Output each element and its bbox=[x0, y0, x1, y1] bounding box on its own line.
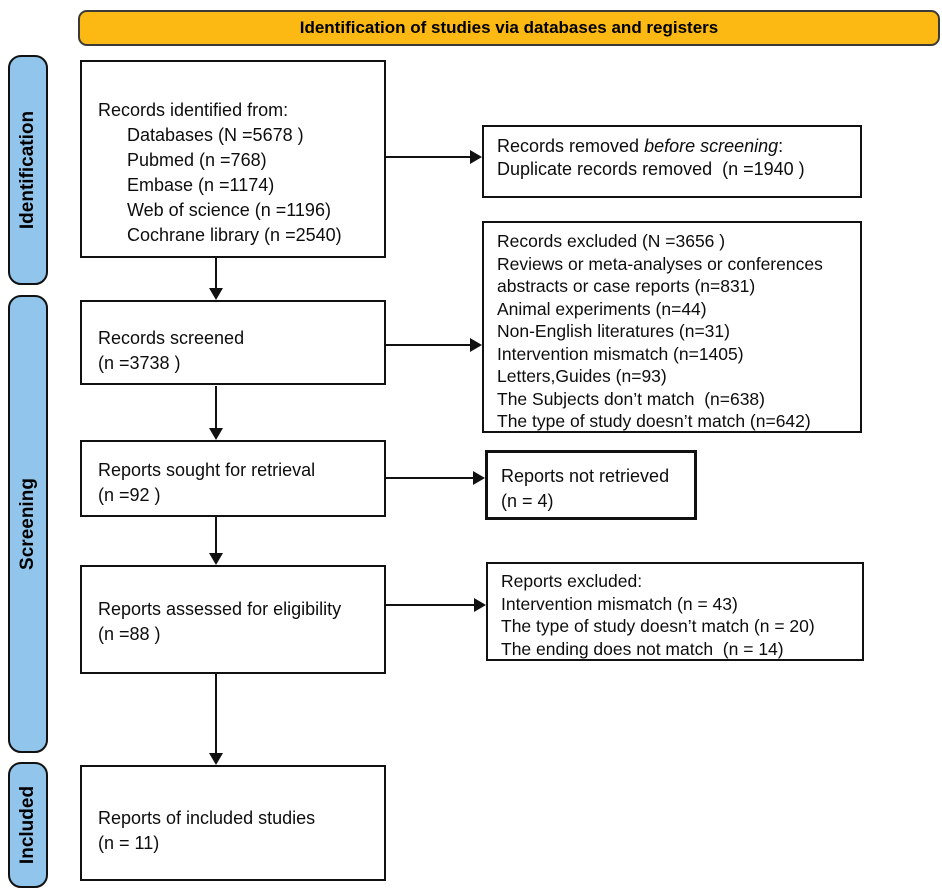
records-identified-title: Records identified from: bbox=[98, 100, 289, 120]
box-reports-not-retrieved: Reports not retrieved (n = 4) bbox=[485, 450, 697, 520]
records-removed-title-italic: before screening bbox=[644, 136, 779, 156]
records-identified-item-pubmed: Pubmed (n =768) bbox=[127, 150, 267, 170]
arrow-identified-to-screened bbox=[209, 258, 223, 300]
reports-not-retrieved-count: (n = 4) bbox=[501, 491, 554, 511]
reports-assessed-count: (n =88 ) bbox=[98, 624, 161, 644]
stage-label-identification: Identification bbox=[17, 110, 39, 230]
arrowhead-down-icon bbox=[209, 288, 223, 300]
box-reports-included: Reports of included studies (n = 11) bbox=[80, 765, 386, 881]
arrow-sought-to-not-retrieved bbox=[386, 471, 485, 485]
reports-sought-line1: Reports sought for retrieval bbox=[98, 460, 316, 480]
arrowhead-down-icon bbox=[209, 753, 223, 765]
arrowhead-right-icon bbox=[470, 150, 482, 164]
reports-excluded-line: The ending does not match (n = 14) bbox=[501, 638, 784, 659]
reports-sought-count: (n =92 ) bbox=[98, 485, 161, 505]
records-excluded-line: Non-English literatures (n=31) bbox=[497, 321, 730, 341]
box-reports-sought: Reports sought for retrieval (n =92 ) bbox=[80, 440, 386, 517]
stage-pill-identification: Identification bbox=[8, 55, 48, 285]
banner-title: Identification of studies via databases … bbox=[78, 10, 940, 46]
arrow-screened-to-excluded bbox=[386, 338, 482, 352]
arrow-assessed-to-reports-excluded bbox=[386, 598, 486, 612]
arrowhead-right-icon bbox=[473, 471, 485, 485]
box-reports-assessed: Reports assessed for eligibility (n =88 … bbox=[80, 565, 386, 674]
arrowhead-down-icon bbox=[209, 428, 223, 440]
records-excluded-line: Letters,Guides (n=93) bbox=[497, 366, 667, 386]
records-identified-item-cochrane: Cochrane library (n =2540) bbox=[127, 225, 342, 245]
records-excluded-line: The type of study doesn’t match (n=642) bbox=[497, 411, 811, 431]
arrowhead-right-icon bbox=[474, 598, 486, 612]
box-reports-excluded: Reports excluded: Intervention mismatch … bbox=[486, 562, 864, 661]
arrow-sought-to-assessed bbox=[209, 517, 223, 565]
records-removed-title-suffix: : bbox=[778, 136, 784, 156]
reports-included-count: (n = 11) bbox=[98, 833, 160, 853]
reports-included-line1: Reports of included studies bbox=[98, 808, 316, 828]
records-screened-count: (n =3738 ) bbox=[98, 353, 181, 373]
records-removed-title-prefix: Records removed bbox=[497, 136, 645, 156]
stage-label-included: Included bbox=[17, 785, 38, 865]
reports-excluded-line: Reports excluded: bbox=[501, 571, 643, 591]
records-excluded-line: The Subjects don’t match (n=638) bbox=[497, 388, 765, 409]
reports-excluded-line: Intervention mismatch (n = 43) bbox=[501, 593, 738, 614]
box-records-identified: Records identified from: Databases (N =5… bbox=[80, 60, 386, 258]
records-identified-item-webofscience: Web of science (n =1196) bbox=[127, 200, 331, 220]
arrow-screened-to-sought bbox=[209, 386, 223, 440]
stage-pill-screening: Screening bbox=[8, 295, 48, 753]
box-records-screened: Records screened (n =3738 ) bbox=[80, 300, 386, 385]
reports-assessed-line1: Reports assessed for eligibility bbox=[98, 599, 342, 619]
arrow-assessed-to-included bbox=[209, 674, 223, 765]
records-identified-item-databases: Databases (N =5678 ) bbox=[127, 125, 304, 145]
records-removed-title: Records removed before screening: bbox=[497, 135, 852, 158]
arrowhead-right-icon bbox=[470, 338, 482, 352]
reports-excluded-line: The type of study doesn’t match (n = 20) bbox=[501, 616, 815, 636]
records-excluded-line: Reviews or meta-analyses or conferences … bbox=[497, 253, 828, 297]
records-excluded-line: Animal experiments (n=44) bbox=[497, 298, 707, 319]
box-records-excluded: Records excluded (N =3656 ) Reviews or m… bbox=[482, 221, 862, 433]
records-excluded-line: Intervention mismatch (n=1405) bbox=[497, 343, 744, 364]
records-removed-detail: Duplicate records removed (n =1940 ) bbox=[497, 159, 805, 179]
box-records-removed: Records removed before screening: Duplic… bbox=[482, 125, 862, 198]
arrow-identified-to-removed bbox=[386, 150, 482, 164]
arrowhead-down-icon bbox=[209, 553, 223, 565]
stage-label-screening: Screening bbox=[17, 478, 38, 570]
stage-pill-included: Included bbox=[8, 762, 48, 888]
records-screened-line1: Records screened bbox=[98, 328, 245, 348]
reports-not-retrieved-line1: Reports not retrieved bbox=[501, 466, 670, 486]
records-identified-item-embase: Embase (n =1174) bbox=[127, 175, 275, 195]
records-excluded-line: Records excluded (N =3656 ) bbox=[497, 231, 726, 251]
